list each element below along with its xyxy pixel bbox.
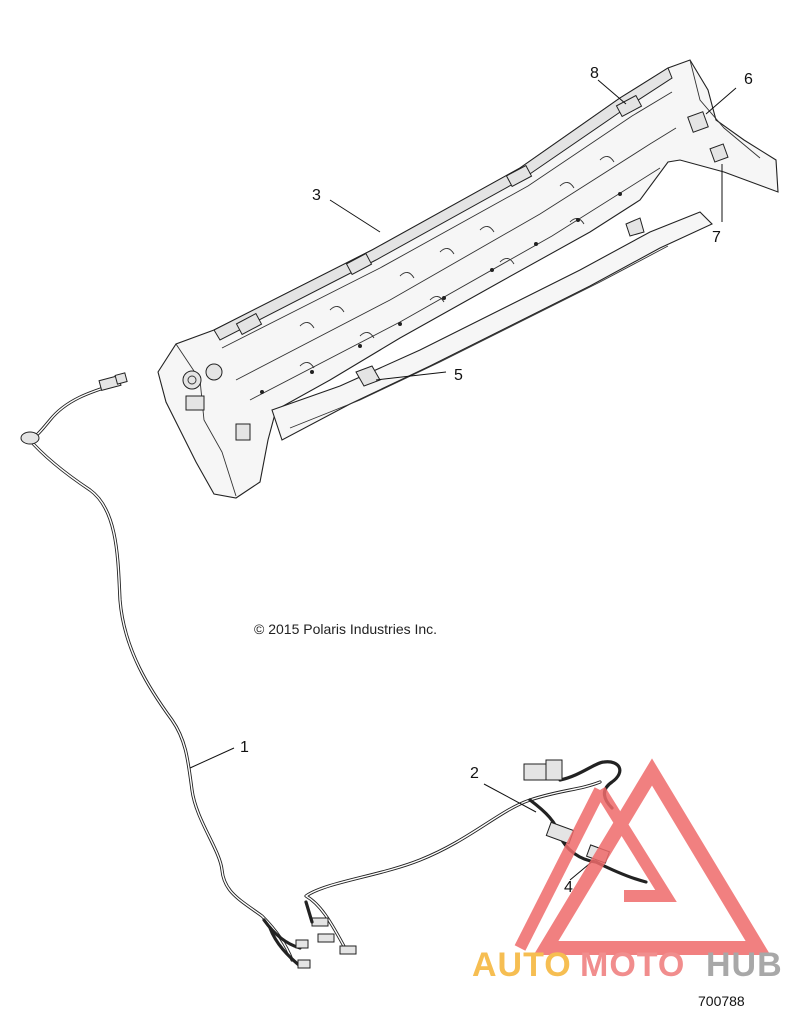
watermark-moto: MOTO <box>580 946 685 984</box>
watermark-auto: AUTO <box>472 946 572 984</box>
mounting-clip <box>235 94 643 336</box>
callout-labels: 1 2 3 4 5 6 7 8 <box>240 65 753 896</box>
wire-harness-1 <box>20 372 311 969</box>
watermark-hub: HUB <box>706 946 783 984</box>
callout-5: 5 <box>454 367 463 384</box>
callout-6: 6 <box>744 71 753 88</box>
light-bar-assembly <box>157 59 779 499</box>
callout-8: 8 <box>590 65 599 82</box>
callout-4: 4 <box>564 879 573 896</box>
callout-7: 7 <box>712 229 721 246</box>
watermark-triangle-logo-icon <box>514 758 771 955</box>
callout-1: 1 <box>240 739 249 756</box>
left-end-connector <box>182 363 251 441</box>
callout-2: 2 <box>470 765 479 782</box>
figure-number: 700788 <box>698 993 745 1009</box>
callout-3: 3 <box>312 187 321 204</box>
watermark-logo: AUTO MOTO HUB <box>472 758 783 984</box>
copyright-text: © 2015 Polaris Industries Inc. <box>254 621 437 637</box>
